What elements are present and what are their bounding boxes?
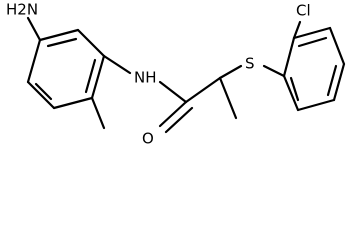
left-ring-double-2 [84,58,97,94]
right-ring-double-3 [289,76,300,102]
right-ring-bond-2 [292,26,332,40]
left-ring-bond-4 [52,96,94,110]
amine-bond [26,16,42,42]
right-ring-bond-4 [332,62,346,102]
right-ring-double-1 [297,36,328,48]
chiral-to-methyl-bond [218,76,238,120]
chlorine-label: Cl [296,2,311,20]
left-ring-bond-1 [38,28,80,42]
left-ring-bond-5 [26,80,56,110]
right-ring-bond-6 [282,74,300,112]
left-ring-bond-2 [76,28,106,58]
right-ring-bond-1 [282,36,296,78]
chlorine-bond [292,20,302,40]
sulfur-label: S [245,55,255,73]
left-ring-bond-6 [26,38,42,84]
carbonyl-double-bond-b [164,106,194,134]
nh-to-carbonyl-bond [158,80,188,104]
left-ring-double-1 [46,37,78,48]
right-ring-bond-5 [296,98,336,112]
amine-label: H2N [6,1,38,19]
amide-nh-label: NH [134,69,157,87]
ring-to-nh-bond [102,54,132,75]
left-ring-double-3 [34,82,53,101]
chemical-structure: H2N NH S Cl O [6,1,346,148]
chiral-to-sulfur-bond [218,64,243,80]
oxygen-label: O [142,130,154,148]
right-benzene-ring [282,26,346,112]
sulfur-to-ring-bond [262,64,286,78]
carbonyl-to-chiral-bond [184,76,222,104]
methyl-bond [90,96,106,130]
right-ring-double-2 [326,64,338,97]
carbonyl-double-bond-a [158,100,188,128]
right-ring-bond-3 [328,26,346,66]
left-benzene-ring [26,28,106,110]
left-ring-bond-3 [90,54,106,100]
